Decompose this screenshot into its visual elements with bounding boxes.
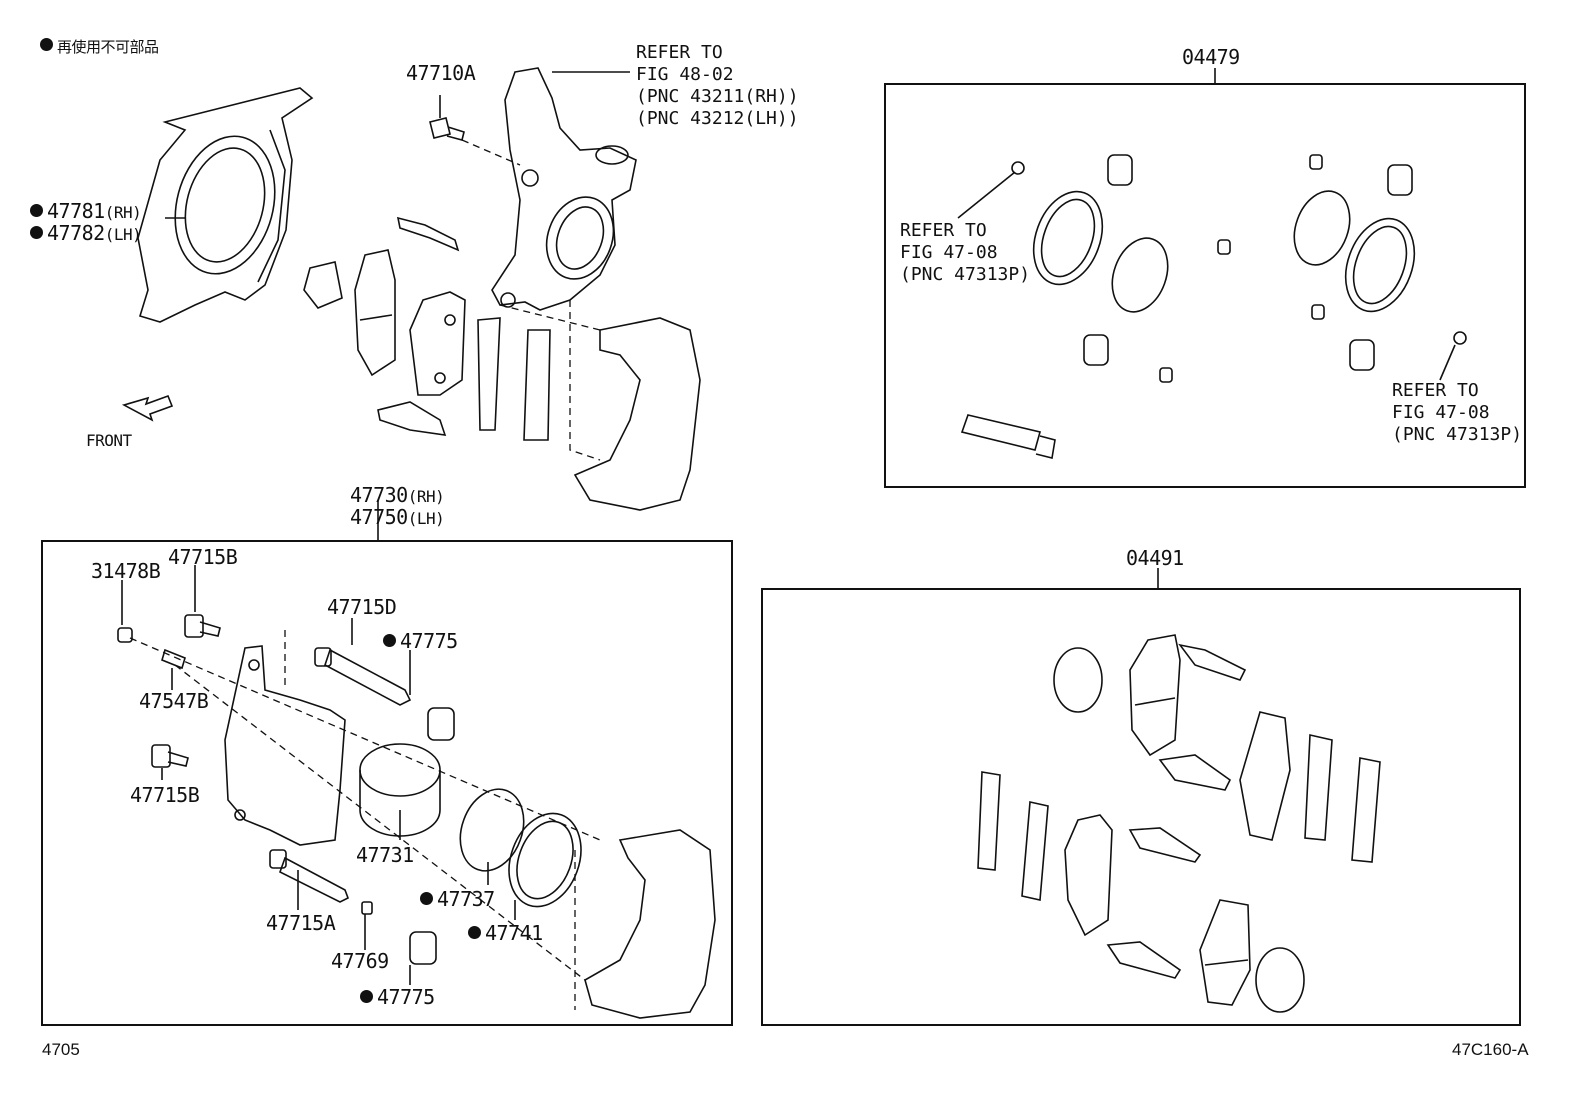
label-47741: 47741 (468, 922, 543, 944)
part-number: 47730 (350, 483, 408, 507)
footer-left-code: 4705 (42, 1040, 80, 1059)
label-47775-bottom: 47775 (360, 986, 435, 1008)
kit-04491-drawing (977, 634, 1381, 1013)
part-number: 47775 (400, 629, 458, 653)
label-47710A: 47710A (406, 61, 476, 85)
legend-text: 再使用不可部品 (57, 38, 159, 56)
non-reusable-bullet-icon (30, 204, 43, 217)
label-47775-top: 47775 (383, 630, 458, 652)
label-47715A: 47715A (266, 911, 336, 935)
front-label: FRONT (86, 431, 132, 450)
label-31478B: 31478B (91, 559, 161, 583)
kit-04491-box (761, 588, 1521, 1026)
part-number: 47775 (377, 985, 435, 1009)
legend-non-reusable: 再使用不可部品 (40, 36, 159, 58)
part-number: 47737 (437, 887, 495, 911)
label-47769: 47769 (331, 949, 389, 973)
label-47547B: 47547B (139, 689, 209, 713)
label-47715B-bottom: 47715B (130, 783, 200, 807)
kit-04479-title: 04479 (1182, 45, 1240, 69)
part-number: 47781 (47, 199, 105, 223)
non-reusable-bullet-icon (40, 38, 53, 51)
non-reusable-bullet-icon (468, 926, 481, 939)
kit-04479-box (884, 83, 1526, 488)
label-47715B-top: 47715B (168, 545, 238, 569)
side-suffix: (RH) (104, 203, 142, 222)
label-47737: 47737 (420, 888, 495, 910)
steering-knuckle-drawing (491, 67, 637, 311)
kit-04479-reference-left: REFER TO FIG 47-08 (PNC 47313P) (900, 220, 1031, 285)
kit-04479-drawing (957, 154, 1467, 459)
part-number: 47782 (47, 221, 105, 245)
knuckle-bolt-drawing (429, 95, 521, 166)
label-47731: 47731 (356, 843, 414, 867)
side-suffix: (LH) (407, 509, 445, 528)
footer-right-code: 47C160-A (1452, 1040, 1529, 1059)
part-number: 47750 (350, 505, 408, 529)
part-number: 47741 (485, 921, 543, 945)
non-reusable-bullet-icon (360, 990, 373, 1003)
label-dust-cover-lh: 47782(LH) (30, 221, 142, 246)
label-caliper-rh: 47730(RH) (350, 483, 445, 508)
non-reusable-bullet-icon (420, 892, 433, 905)
knuckle-reference-note: REFER TO FIG 48-02 (PNC 43211(RH)) (PNC … (636, 42, 799, 129)
kit-04491-title: 04491 (1126, 546, 1184, 570)
kit-04479-reference-right: REFER TO FIG 47-08 (PNC 47313P) (1392, 380, 1523, 445)
non-reusable-bullet-icon (30, 226, 43, 239)
side-suffix: (RH) (407, 487, 445, 506)
side-suffix: (LH) (104, 225, 142, 244)
front-arrow-drawing (121, 394, 174, 422)
top-mounting-drawing (377, 300, 701, 540)
label-dust-cover-rh: 47781(RH) (30, 199, 142, 224)
label-caliper-lh: 47750(LH) (350, 505, 445, 530)
caliper-assembly-box (41, 540, 733, 1026)
top-pads-drawing (303, 216, 551, 441)
non-reusable-bullet-icon (383, 634, 396, 647)
label-47715D: 47715D (327, 595, 397, 619)
dust-cover-drawing (137, 87, 314, 323)
caliper-box-drawing (117, 565, 716, 1019)
